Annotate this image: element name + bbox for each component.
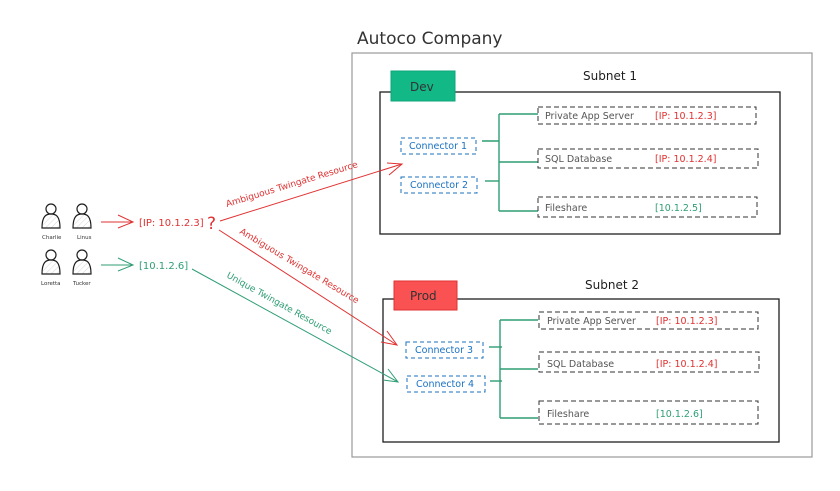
user-loretta[interactable]: Loretta: [41, 249, 61, 287]
user-icon: [76, 203, 88, 215]
question-mark: ?: [207, 214, 216, 234]
resource-fileshare[interactable]: [537, 196, 758, 218]
env-badge-dev[interactable]: [390, 70, 456, 102]
resource-fileshare[interactable]: [538, 400, 759, 425]
resource-ip: [IP: 10.1.2.4]: [656, 359, 717, 370]
user-icon-body: [72, 259, 92, 275]
subnet-1-connector-tree: [482, 113, 538, 212]
resource-name: Fileshare: [545, 203, 587, 214]
resource-name: SQL Database: [547, 359, 614, 370]
subnet-2-title: Subnet 2: [585, 278, 639, 292]
ambiguous-request-ip: [IP: 10.1.2.3]: [139, 218, 204, 229]
user-name: Tucker: [72, 281, 91, 287]
resource-name: SQL Database: [545, 154, 612, 165]
company-boundary: [351, 52, 813, 458]
user-name: Charlie: [42, 235, 62, 241]
ambiguous-arrow-label-1: Ambiguous Twingate Resource: [225, 160, 360, 210]
connector-4-label: Connector 4: [416, 379, 474, 390]
subnet-2-connector-tree: [489, 319, 538, 419]
resource-ip: [IP: 10.1.2.4]: [655, 154, 716, 165]
env-label-prod: Prod: [410, 289, 437, 303]
connector-3[interactable]: [405, 341, 484, 359]
connector-3-label: Connector 3: [415, 345, 473, 356]
user-icon-body: [41, 213, 61, 229]
ambiguous-request-arrow: [101, 214, 135, 229]
unique-request-arrow: [101, 257, 135, 272]
user-icon: [45, 249, 57, 261]
ambiguous-arrow-subnet-2: [218, 229, 399, 346]
user-icon-body: [72, 213, 92, 229]
env-badge-prod[interactable]: [393, 280, 458, 311]
resource-ip: [10.1.2.6]: [656, 409, 703, 420]
subnet-1-title: Subnet 1: [583, 69, 637, 83]
user-name: Linus: [77, 235, 92, 241]
user-icon: [76, 249, 88, 261]
unique-arrow-subnet-2: [191, 268, 400, 383]
resource-ip: [IP: 10.1.2.3]: [656, 316, 717, 327]
env-label-dev: Dev: [410, 80, 434, 94]
user-tucker[interactable]: Tucker: [72, 249, 92, 287]
subnet-1: Dev Subnet 1 Connector 1 Connector 2 Pri…: [379, 69, 781, 235]
subnet-2: Prod Subnet 2 Connector 3 Connector 4 Pr…: [382, 278, 780, 443]
company-title: Autoco Company: [357, 29, 503, 49]
user-linus[interactable]: Linus: [72, 203, 92, 241]
unique-request-ip: [10.1.2.6]: [139, 261, 188, 272]
resource-name: Private App Server: [545, 111, 634, 122]
user-charlie[interactable]: Charlie: [41, 203, 62, 241]
connector-1-label: Connector 1: [409, 141, 467, 152]
resource-private-app-server[interactable]: [538, 311, 759, 330]
subnet-2-box: [382, 298, 780, 443]
resource-ip: [10.1.2.5]: [655, 203, 702, 214]
user-icon-body: [41, 259, 61, 275]
ambiguous-arrow-subnet-1: [219, 162, 404, 222]
connector-2-label: Connector 2: [410, 180, 468, 191]
subnet-1-box: [379, 91, 781, 235]
resource-sql-database[interactable]: [537, 148, 759, 169]
connector-4[interactable]: [406, 375, 486, 393]
connector-2[interactable]: [400, 176, 478, 194]
user-name: Loretta: [41, 281, 61, 287]
resource-ip: [IP: 10.1.2.3]: [655, 111, 716, 122]
resource-name: Fileshare: [547, 409, 589, 420]
resource-private-app-server[interactable]: [537, 106, 757, 125]
resource-name: Private App Server: [547, 316, 636, 327]
users: Charlie Linus Loretta Tucker: [41, 203, 92, 287]
connector-1[interactable]: [400, 137, 477, 155]
user-icon: [45, 203, 57, 215]
